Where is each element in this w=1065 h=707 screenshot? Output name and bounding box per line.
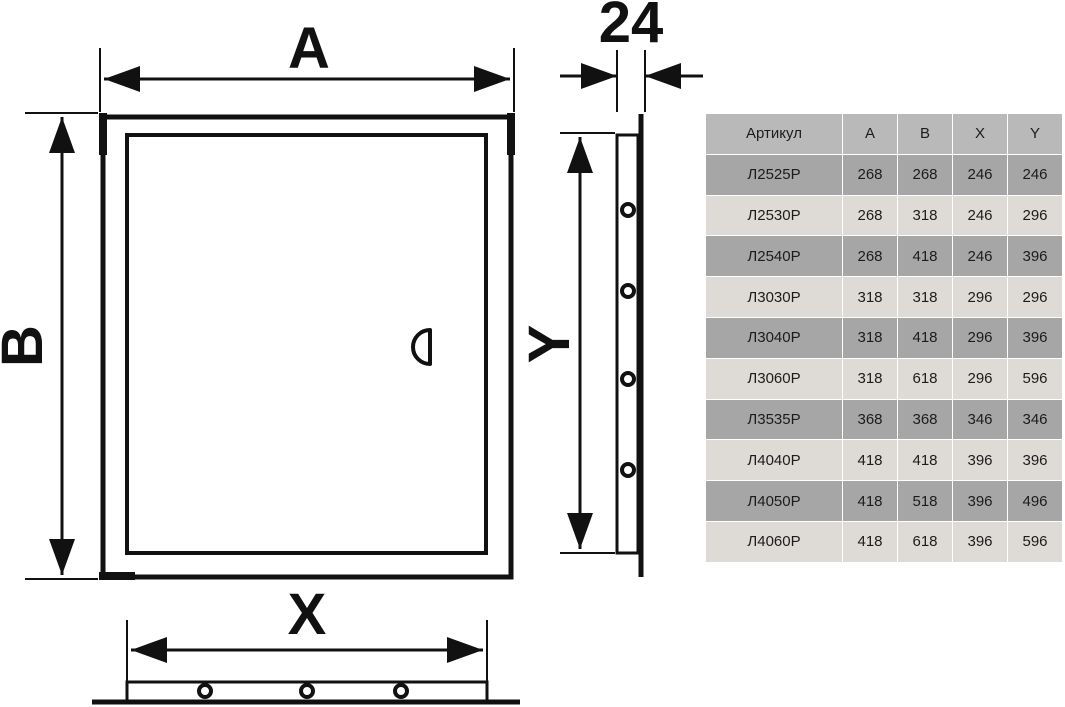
dimension-b: B [0,112,98,580]
handle-icon [411,328,432,366]
table-cell-x: 246 [952,195,1008,237]
table-cell-article: Л3060Р [706,358,843,400]
table-cell-article: Л4060Р [706,521,843,563]
table-cell-y: 396 [1007,439,1062,482]
table-cell-x: 246 [952,154,1008,196]
dimension-y: Y [517,132,615,554]
table-cell-article: Л2525Р [706,154,843,196]
table-cell-x: 246 [952,235,1008,278]
table-cell-b: 318 [897,276,953,318]
table-cell-x: 296 [952,276,1008,318]
column-header-article: Артикул [706,114,843,155]
table-cell-article: Л3535Р [706,399,843,441]
dimension-label-y: Y [517,325,582,364]
table-cell-x: 396 [952,439,1008,482]
table-cell-article: Л4040Р [706,439,843,482]
table-cell-a: 418 [842,439,898,482]
column-header-b: B [897,114,953,155]
table-cell-y: 596 [1007,358,1062,400]
dimension-depth: 24 [560,0,703,112]
column-header-y: Y [1007,114,1062,155]
dimension-x: X [126,582,488,684]
table-cell-y: 246 [1007,154,1062,196]
outer-frame [100,114,514,580]
table-cell-y: 496 [1007,480,1062,522]
table-cell-a: 268 [842,154,898,196]
table-cell-b: 368 [897,399,953,441]
table-cell-a: 268 [842,235,898,278]
table-cell-y: 346 [1007,399,1062,441]
table-cell-article: Л2530Р [706,195,843,237]
table-cell-article: Л3030Р [706,276,843,318]
table-cell-b: 418 [897,317,953,359]
table-cell-a: 418 [842,480,898,522]
table-cell-y: 296 [1007,195,1062,237]
table-cell-b: 618 [897,358,953,400]
table-cell-b: 618 [897,521,953,563]
dimension-label-a: A [288,16,330,81]
table-cell-b: 518 [897,480,953,522]
table-cell-x: 346 [952,399,1008,441]
door-panel [125,133,488,555]
side-view [615,114,644,577]
table-cell-a: 368 [842,399,898,441]
table-cell-y: 396 [1007,317,1062,359]
column-header-a: A [842,114,898,155]
table-cell-a: 268 [842,195,898,237]
dimension-label-depth: 24 [599,0,664,55]
dimension-label-b: B [0,325,55,367]
table-cell-a: 318 [842,276,898,318]
table-cell-article: Л4050Р [706,480,843,522]
front-view [99,113,515,580]
table-cell-article: Л2540Р [706,235,843,278]
table-cell-b: 418 [897,439,953,482]
table-cell-y: 596 [1007,521,1062,563]
dimension-a: A [99,16,515,112]
table-cell-a: 418 [842,521,898,563]
table-cell-x: 396 [952,480,1008,522]
column-header-x: X [952,114,1008,155]
table-cell-b: 268 [897,154,953,196]
bottom-view [92,680,520,705]
table-cell-a: 318 [842,358,898,400]
table-cell-x: 296 [952,358,1008,400]
table-cell-a: 318 [842,317,898,359]
table-cell-b: 418 [897,235,953,278]
table-cell-x: 296 [952,317,1008,359]
table-cell-article: Л3040Р [706,317,843,359]
table-cell-y: 396 [1007,235,1062,278]
table-cell-y: 296 [1007,276,1062,318]
table-header-row: Артикул A B X Y [706,114,1062,155]
dimension-label-x: X [288,582,327,647]
table-cell-b: 318 [897,195,953,237]
table-cell-x: 396 [952,521,1008,563]
